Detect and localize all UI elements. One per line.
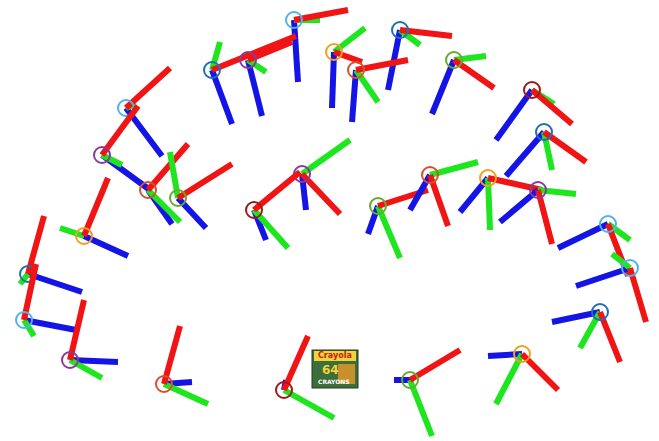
y-axis — [410, 380, 432, 436]
z-axis — [496, 90, 532, 140]
camera-center — [592, 304, 608, 320]
frame-group — [16, 10, 646, 436]
camera-center — [622, 260, 638, 276]
x-axis — [164, 326, 180, 384]
camera-center — [286, 12, 302, 28]
camera-center — [276, 382, 292, 398]
box-text: 64 — [322, 364, 339, 376]
camera-center — [246, 202, 262, 218]
box-text: Crayola — [318, 352, 352, 360]
z-axis — [460, 178, 488, 212]
y-axis — [334, 28, 365, 52]
camera-center — [240, 52, 256, 68]
x-axis — [178, 164, 232, 198]
camera-center — [326, 44, 342, 60]
camera-center — [62, 352, 78, 368]
z-axis — [368, 206, 378, 234]
z-axis — [294, 20, 298, 82]
box-text: CRAYONS — [318, 379, 350, 385]
box-band — [314, 351, 356, 361]
camera-center — [16, 312, 32, 328]
camera-center — [76, 228, 92, 244]
camera-center — [204, 62, 220, 78]
camera-center — [514, 346, 530, 362]
camera-center — [140, 182, 156, 198]
box-face — [312, 350, 358, 388]
x-axis — [102, 106, 138, 155]
y-axis — [580, 312, 600, 348]
y-axis — [454, 56, 486, 60]
camera-center — [392, 22, 408, 38]
x-axis — [84, 178, 108, 236]
camera-center — [402, 372, 418, 388]
z-axis — [410, 175, 430, 210]
y-axis — [70, 360, 102, 378]
z-axis — [488, 354, 522, 356]
camera-center — [600, 216, 616, 232]
x-axis — [212, 36, 296, 70]
y-axis — [538, 190, 576, 194]
camera-center — [536, 124, 552, 140]
x-axis — [148, 144, 188, 190]
y-axis — [356, 70, 378, 102]
camera-center — [530, 182, 546, 198]
camera-center — [524, 82, 540, 98]
camera-center — [94, 147, 110, 163]
camera-center — [480, 170, 496, 186]
z-axis — [178, 198, 206, 228]
x-axis — [70, 300, 84, 360]
y-axis — [102, 155, 122, 165]
camera-center — [446, 52, 462, 68]
camera-center — [422, 167, 438, 183]
camera-center — [170, 190, 186, 206]
camera-center — [348, 62, 364, 78]
camera-center — [156, 376, 172, 392]
crayon-box — [312, 350, 358, 388]
camera-center — [370, 198, 386, 214]
x-axis — [334, 52, 362, 62]
